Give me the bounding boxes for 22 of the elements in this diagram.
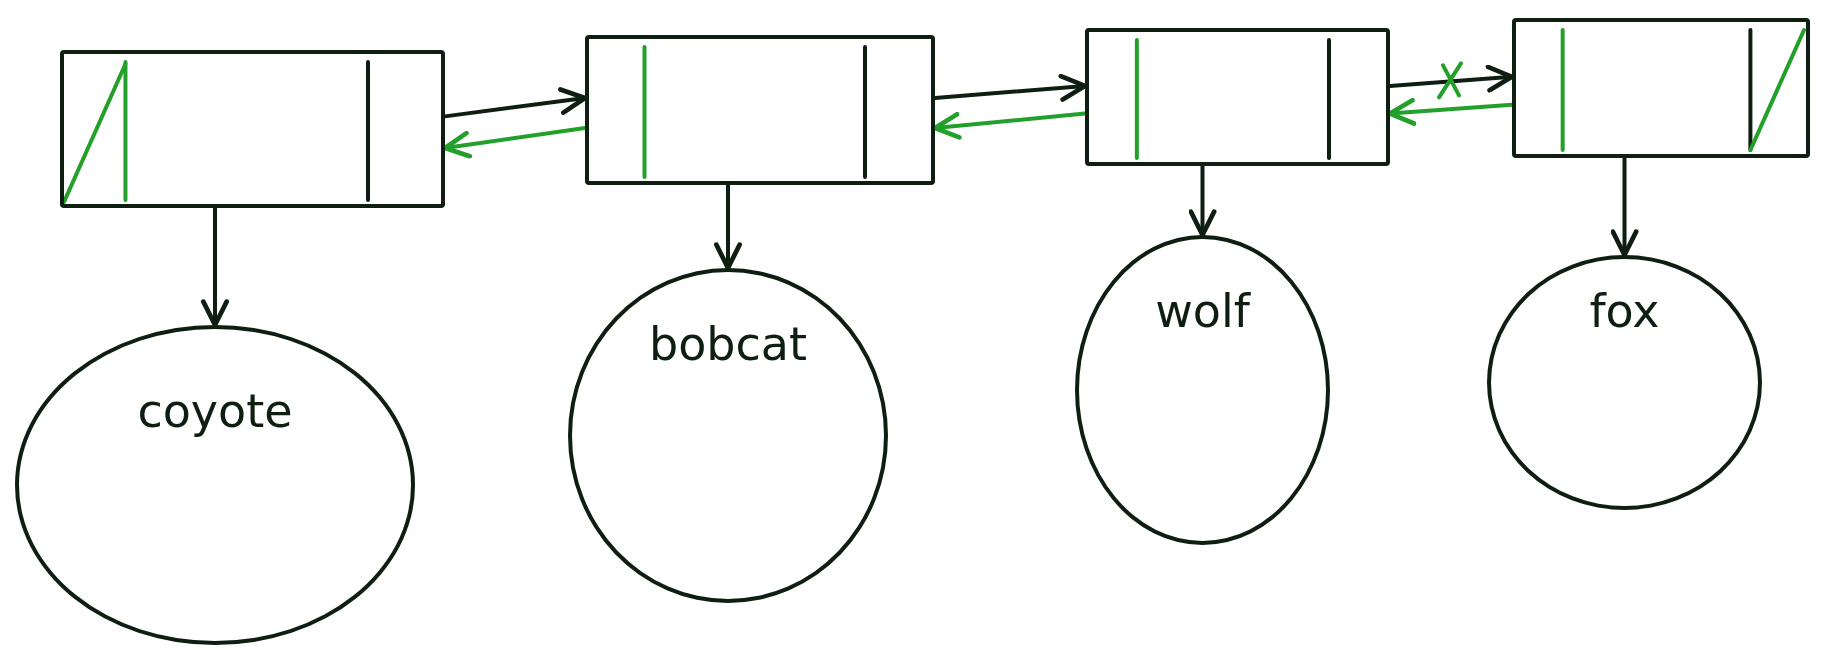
arrow [443, 87, 588, 119]
list-node-box [1512, 18, 1810, 158]
value-circle [568, 268, 888, 603]
list-node-box [60, 50, 445, 208]
value-circle [1075, 235, 1330, 545]
arrow [442, 126, 587, 159]
arrow [1387, 97, 1514, 126]
value-label: coyote [137, 384, 293, 438]
value-label: wolf [1155, 284, 1250, 338]
value-circle [15, 325, 415, 645]
arrow [933, 73, 1088, 102]
arrow [1388, 64, 1515, 93]
arrow [932, 111, 1087, 140]
arrow [1188, 164, 1217, 238]
list-node-box [1085, 28, 1390, 166]
value-label: bobcat [648, 317, 808, 371]
arrow [714, 183, 742, 271]
list-node-box [585, 35, 935, 185]
value-label: fox [1589, 284, 1660, 338]
arrow [201, 206, 229, 328]
arrow [1610, 156, 1639, 258]
value-circle [1487, 255, 1762, 510]
